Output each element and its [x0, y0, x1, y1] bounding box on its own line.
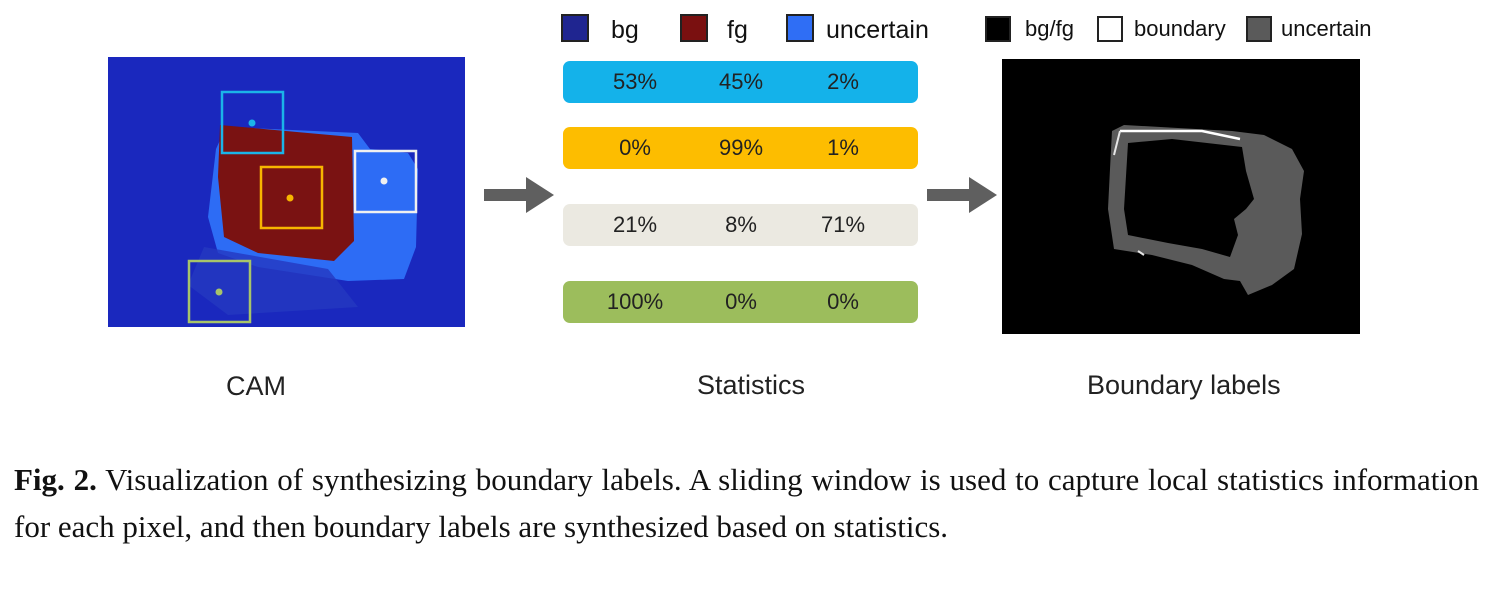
legend-label-uncertain: uncertain [826, 16, 929, 44]
stat-fg: 0% [725, 289, 757, 314]
stat-bg: 21% [612, 212, 658, 237]
stat-uncertain: 2% [827, 69, 859, 94]
cam-image [108, 57, 465, 327]
cam-heatmap [108, 57, 465, 327]
sliding-window-white [353, 149, 418, 214]
legend-swatch-bg [561, 14, 589, 42]
legend-swatch-bgfg [985, 16, 1011, 42]
stat-fg: 99% [718, 135, 764, 160]
legend-swatch-fg [680, 14, 708, 42]
arrow-right-icon [927, 177, 997, 213]
legend-label-uncertain-gray: uncertain [1281, 16, 1372, 41]
legend-label-fg: fg [727, 16, 748, 44]
cam-label: CAM [226, 371, 286, 401]
legend-label-boundary: boundary [1134, 16, 1226, 41]
stat-uncertain: 0% [827, 289, 859, 314]
stat-fg: 8% [725, 212, 757, 237]
boundary-labels-image [1002, 59, 1360, 334]
legend-label-bgfg: bg/fg [1025, 16, 1074, 41]
statistics-label: Statistics [697, 370, 806, 400]
stat-uncertain: 71% [820, 212, 866, 237]
stat-uncertain: 1% [827, 135, 859, 160]
sliding-window-cyan [220, 90, 285, 155]
statistics-bar-green: 100% 0% 0% [563, 281, 918, 323]
stat-bg: 0% [619, 135, 651, 160]
legend-swatch-uncertain-gray [1246, 16, 1272, 42]
statistics-bar-white: 21% 8% 71% [563, 204, 918, 246]
caption-prefix: Fig. 2. [14, 462, 97, 497]
sliding-window-orange [259, 165, 324, 230]
legend-swatch-uncertain [786, 14, 814, 42]
figure-caption: Fig. 2. Visualization of synthesizing bo… [14, 456, 1479, 550]
sliding-window-green [187, 259, 252, 324]
legend-swatch-boundary [1097, 16, 1123, 42]
arrow-right-icon [484, 177, 554, 213]
legend-label-bg: bg [611, 16, 639, 44]
stat-fg: 45% [718, 69, 764, 94]
caption-text: Visualization of synthesizing boundary l… [14, 462, 1479, 544]
boundary-labels-label: Boundary labels [1087, 370, 1281, 400]
stat-bg: 100% [606, 289, 664, 314]
boundary-map [1108, 125, 1304, 295]
stat-bg: 53% [612, 69, 658, 94]
statistics-bar-orange: 0% 99% 1% [563, 127, 918, 169]
statistics-bar-cyan: 53% 45% 2% [563, 61, 918, 103]
